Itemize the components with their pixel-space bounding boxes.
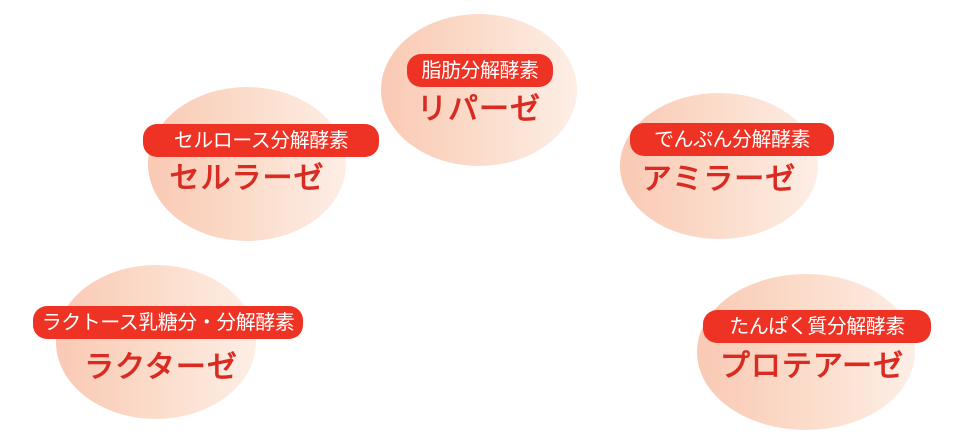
protease-bubble [697,274,915,430]
lactase-name: ラクターゼ [84,350,238,385]
lactase-bubble [56,265,256,419]
protease-name: プロテアーゼ [719,349,905,384]
cellulase-bubble [148,87,346,241]
protease-category-label: たんぱく質分解酵素 [703,310,931,343]
cellulase-name: セルラーゼ [169,161,325,196]
amylase-bubble [620,93,818,239]
amylase-name: アミラーゼ [641,162,797,197]
lactase-category-label: ラクトース乳糖分・分解酵素 [33,306,303,339]
amylase-category-label: でんぷん分解酵素 [630,123,834,156]
cellulase-category-label: セルロース分解酵素 [143,124,379,157]
lipase-name: リパーゼ [417,92,541,127]
lipase-category-label: 脂肪分解酵素 [407,54,553,87]
lipase-bubble [381,14,577,166]
